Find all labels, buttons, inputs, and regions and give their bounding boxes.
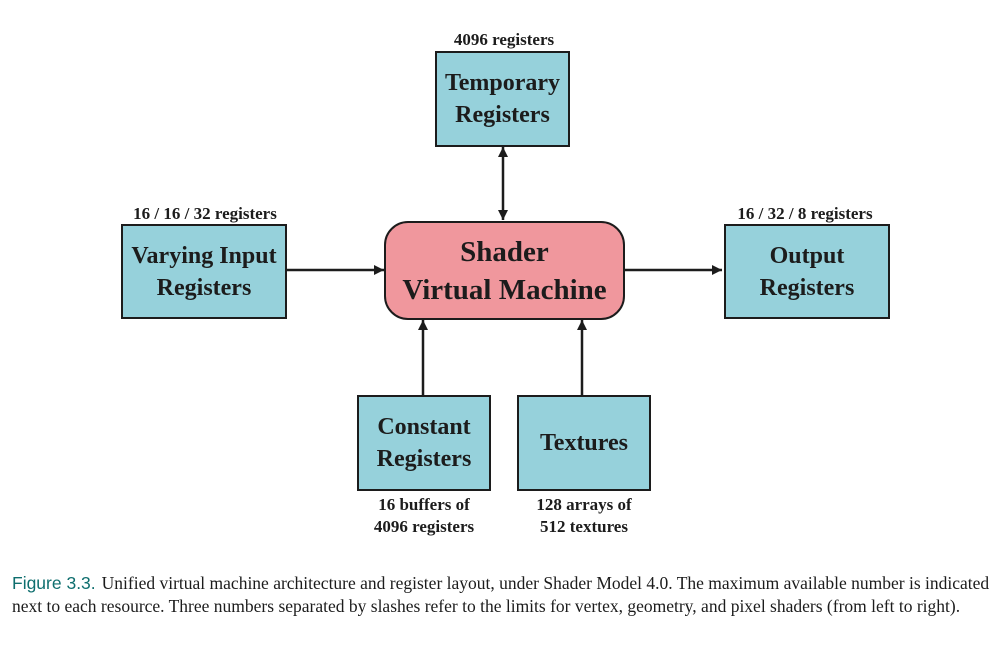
output-registers-limit: 16 / 32 / 8 registers (737, 204, 873, 223)
textures-label: Textures (539, 430, 628, 456)
figure-caption-label: Figure 3.3. (12, 573, 96, 593)
constant-registers-box: Constant Registers (357, 395, 491, 491)
varying-input-label-line2: Registers (156, 274, 252, 301)
temporary-registers-label-line1: Temporary (444, 70, 561, 96)
temporary-registers-label-line2: Registers (455, 102, 550, 128)
constant-registers-limit: 16 buffers of 4096 registers (339, 494, 509, 538)
connector-layer (287, 147, 722, 395)
shader-virtual-machine-box: Shader Virtual Machine (384, 221, 625, 320)
output-label-line1: Output (769, 242, 845, 269)
textures-limit: 128 arrays of 512 textures (499, 494, 669, 538)
output-label-line2: Registers (759, 274, 855, 301)
figure-caption-text: Unified virtual machine architecture and… (12, 573, 990, 616)
varying-input-registers-box: Varying Input Registers (121, 224, 287, 319)
output-registers-box: Output Registers (724, 224, 890, 319)
textures-box: Textures (517, 395, 651, 491)
temporary-registers-box: Temporary Registers (435, 51, 570, 147)
constant-limit-line2: 4096 registers (373, 517, 475, 536)
textures-limit-line2: 512 textures (540, 517, 628, 536)
virtual-machine-label-line1: Shader (460, 235, 549, 268)
varying-input-registers-limit: 16 / 16 / 32 registers (133, 204, 277, 223)
temporary-registers-limit: 4096 registers (453, 30, 555, 49)
shader-architecture-diagram: 4096 registers Temporary Registers 16 / … (121, 30, 890, 538)
constant-label-line2: Registers (376, 446, 472, 472)
figure-caption: Figure 3.3.Unified virtual machine archi… (12, 572, 1002, 618)
textures-limit-line1: 128 arrays of (536, 495, 632, 514)
varying-input-label-line1: Varying Input (131, 242, 277, 269)
constant-limit-line1: 16 buffers of (378, 495, 470, 514)
virtual-machine-label-line2: Virtual Machine (402, 273, 607, 306)
constant-label-line1: Constant (377, 414, 471, 440)
